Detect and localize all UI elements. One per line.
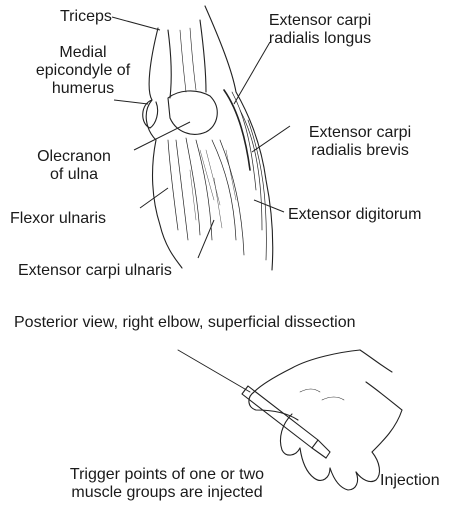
label-medial-epicondyle-line-1: Medial (28, 44, 138, 62)
label-flexor-ulnaris: Flexor ulnaris (10, 210, 106, 228)
caption-trigger-points: Trigger points of one or two muscle grou… (52, 466, 282, 502)
hand-back (254, 350, 360, 392)
label-extensor-digitorum: Extensor digitorum (288, 206, 421, 224)
label-olecranon: Olecranon of ulna (22, 148, 126, 184)
label-ecr-brevis: Extensor carpi radialis brevis (290, 124, 430, 160)
caption-dissection: Posterior view, right elbow, superficial… (14, 314, 356, 332)
caption-trigger-points-line-1: Trigger points of one or two (52, 466, 282, 484)
leader-extensor-digitorum (254, 200, 284, 212)
caption-trigger-points-line-2: muscle groups are injected (52, 484, 282, 502)
leader-ecr-brevis (252, 126, 290, 152)
label-medial-epicondyle: Medial epicondyle of humerus (28, 44, 138, 98)
leader-triceps (112, 17, 160, 30)
label-olecranon-line-1: Olecranon (22, 148, 126, 166)
label-ecr-longus-line-1: Extensor carpi (250, 12, 390, 30)
medial-epicondyle-shape (143, 100, 158, 128)
label-olecranon-line-2: of ulna (22, 166, 126, 184)
label-medial-epicondyle-line-3: humerus (28, 80, 138, 98)
leader-ecr-longus (234, 42, 270, 104)
syringe-needle (178, 350, 250, 392)
leader-olecranon (134, 122, 190, 150)
label-ecr-brevis-line-2: radialis brevis (290, 142, 430, 160)
label-ecr-longus-line-2: radialis longus (250, 30, 390, 48)
label-ecr-brevis-line-1: Extensor carpi (290, 124, 430, 142)
leader-flexor-ulnaris (140, 188, 168, 208)
leader-medial-epicondyle (114, 100, 148, 104)
olecranon-shape (168, 91, 217, 134)
label-extensor-carpi-ulnaris: Extensor carpi ulnaris (18, 262, 172, 280)
hand-index-finger (280, 414, 300, 455)
label-medial-epicondyle-line-2: epicondyle of (28, 62, 138, 80)
label-ecr-longus: Extensor carpi radialis longus (250, 12, 390, 48)
label-triceps: Triceps (60, 8, 112, 26)
caption-injection: Injection (380, 472, 440, 490)
